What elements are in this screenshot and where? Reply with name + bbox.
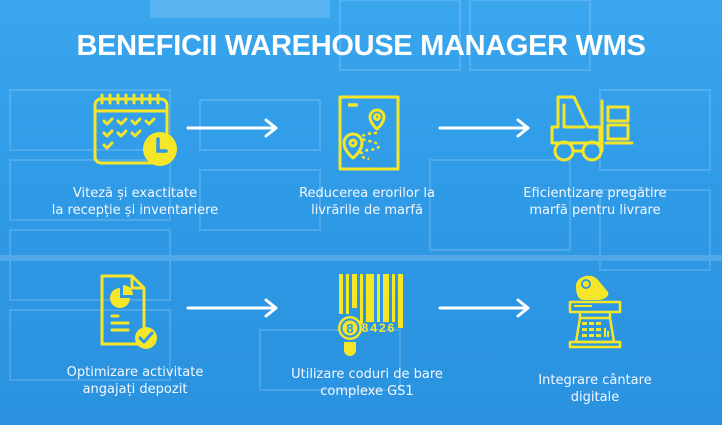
barcode-gs1-icon: 8 8426: [338, 274, 403, 356]
benefit-label-line1: Integrare cântare: [538, 373, 652, 388]
benefit-employee-activity: Optimizare activitate angajați depozit: [25, 272, 245, 398]
arrow-right-icon: [438, 298, 530, 318]
arrow-right-icon: [186, 118, 278, 138]
benefit-label-line2: digitale: [570, 390, 620, 405]
benefit-label-line1: Viteză și exactitate: [72, 186, 198, 201]
benefit-label-line2: la recepție și inventariere: [51, 203, 219, 218]
arrow-right-icon: [186, 298, 278, 318]
benefit-label-line1: Optimizare activitate: [66, 365, 204, 380]
forklift-boxes-icon: [550, 95, 634, 162]
benefit-label-line2: complexe GS1: [320, 384, 414, 399]
page-title: BENEFICII WAREHOUSE MANAGER WMS: [76, 30, 646, 62]
benefit-speed-accuracy: Viteză și exactitate la recepție și inve…: [25, 93, 245, 219]
arrow-right-icon: [438, 118, 530, 138]
benefit-goods-preparation: Eficientizare pregătire marfă pentru liv…: [485, 93, 705, 219]
benefit-label-line2: angajați depozit: [82, 382, 188, 397]
report-document-check-icon: [100, 274, 157, 349]
svg-text:8: 8: [346, 321, 353, 336]
benefit-delivery-errors: Reducerea erorilor la livrările de marfă: [257, 93, 477, 219]
delivery-map-route-icon: [338, 95, 400, 171]
benefit-label-line1: Utilizare coduri de bare: [291, 367, 443, 382]
benefit-label-line2: livrările de marfă: [311, 203, 423, 218]
svg-text:8426: 8426: [362, 321, 397, 335]
benefit-label-line1: Reducerea erorilor la: [299, 186, 435, 201]
benefit-label-line2: marfă pentru livrare: [529, 203, 661, 218]
benefit-gs1-barcodes: 8 8426 Utilizare coduri de bare complexe…: [257, 272, 477, 400]
digital-scale-icon: [568, 275, 622, 349]
benefit-digital-scales: Integrare cântare digitale: [485, 272, 705, 406]
benefit-label-line1: Eficientizare pregătire: [523, 186, 667, 201]
calendar-checklist-clock-icon: [93, 93, 177, 166]
